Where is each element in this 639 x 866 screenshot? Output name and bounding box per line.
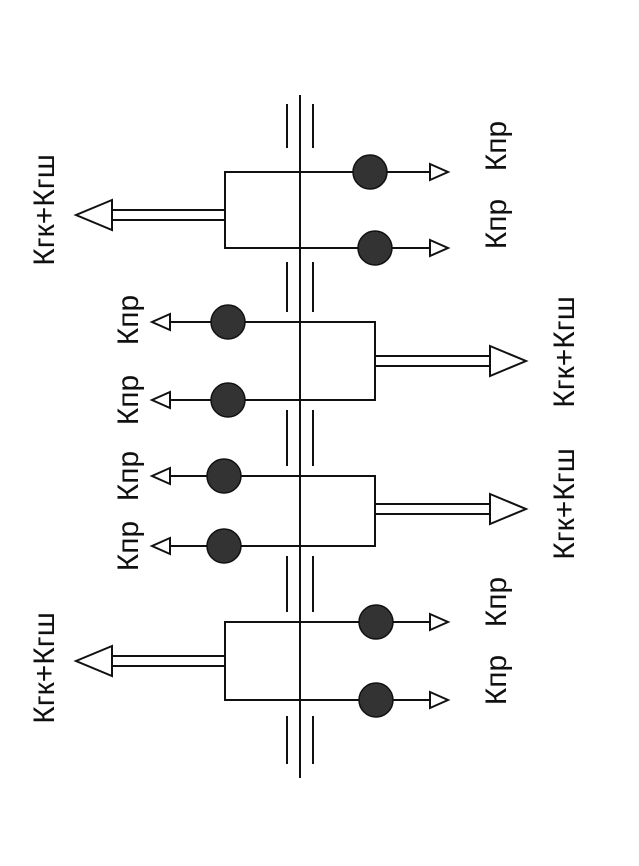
label-kgk-kgsh: Кгк+Кгш (28, 154, 61, 266)
label-kpr: Кпр (112, 295, 145, 345)
node-dot (206, 458, 242, 494)
node-dot (358, 682, 394, 718)
big-arrow-left (73, 198, 225, 232)
separator-top (286, 95, 314, 158)
block-3 (170, 475, 376, 547)
label-kgk-kgsh: Кгк+Кгш (548, 448, 581, 560)
labels: Кгк+Кгш Кгк+Кгш Кгк+Кгш Кгк+Кгш Кпр Кпр … (28, 121, 581, 724)
label-kpr: Кпр (480, 655, 513, 705)
node-dot (352, 154, 388, 190)
arrow-head-right (429, 612, 451, 632)
label-kpr: Кпр (480, 199, 513, 249)
separator-3 (286, 400, 314, 476)
label-kpr: Кпр (480, 577, 513, 627)
label-kgk-kgsh: Кгк+Кгш (548, 296, 581, 408)
separator-2 (286, 250, 314, 322)
separator-4 (286, 546, 314, 622)
node-dot (206, 528, 242, 564)
big-arrow-right (375, 492, 529, 526)
arrow-head-left (149, 536, 171, 556)
node-dot (358, 604, 394, 640)
node-dot (210, 304, 246, 340)
arrow-head-right (429, 238, 451, 258)
node-dot (210, 382, 246, 418)
arrow-head-right (429, 162, 451, 182)
big-arrow-left (73, 644, 225, 678)
label-kgk-kgsh: Кгк+Кгш (28, 612, 61, 724)
big-arrow-right (375, 344, 529, 378)
label-kpr: Кпр (480, 121, 513, 171)
arrow-head-right (429, 690, 451, 710)
block-1 (224, 171, 430, 249)
block-4 (224, 621, 430, 701)
arrow-head-left (149, 466, 171, 486)
block-2 (170, 321, 376, 401)
arrow-head-left (149, 390, 171, 410)
separators (286, 95, 314, 778)
separator-bottom (286, 706, 314, 778)
arrow-head-left (149, 312, 171, 332)
label-kpr: Кпр (112, 451, 145, 501)
label-kpr: Кпр (112, 521, 145, 571)
label-kpr: Кпр (112, 375, 145, 425)
node-dot (357, 230, 393, 266)
